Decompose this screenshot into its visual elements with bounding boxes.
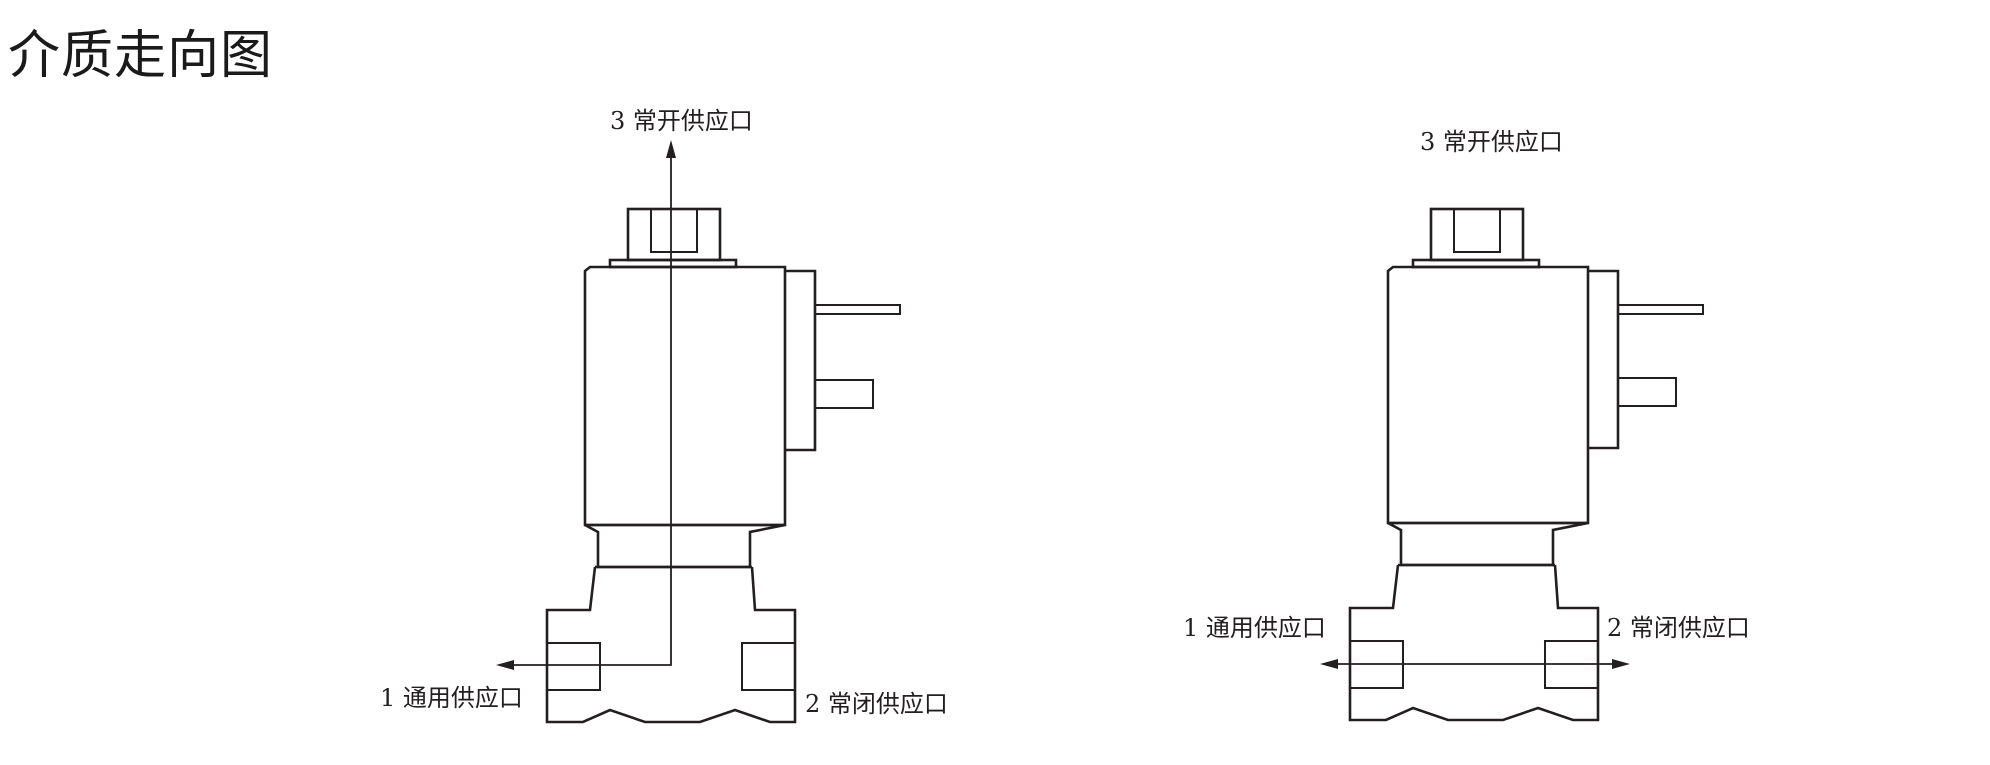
valve-right-port-3-label: 3 常开供应口 [1420,128,1563,156]
valve-left: 3 常开供应口 1 通用供应口 2 常闭供应口 [380,107,948,724]
valve-right-port-2-label: 2 常闭供应口 [1607,614,1750,642]
valve-right-port-1-label: 1 通用供应口 [1183,614,1326,642]
valve-left-base [545,566,797,724]
valve-right-coil [1386,265,1704,525]
valve-left-port-1-label: 1 通用供应口 [380,684,523,712]
valve-left-nut [608,207,738,269]
valve-right: 3 常开供应口 1 通用供应口 2 常闭供应口 [1183,128,1750,722]
valve-left-flow [496,140,676,670]
valve-left-coil [583,265,901,527]
valve-left-tube [584,523,786,569]
valve-right-flow [1320,659,1630,669]
valve-left-port-2-label: 2 常闭供应口 [805,690,948,718]
page-title: 介质走向图 [8,26,274,86]
valve-right-base [1348,564,1600,722]
valve-right-tube [1387,521,1589,567]
valve-right-nut [1411,207,1541,269]
valve-left-port-3-label: 3 常开供应口 [610,107,753,135]
